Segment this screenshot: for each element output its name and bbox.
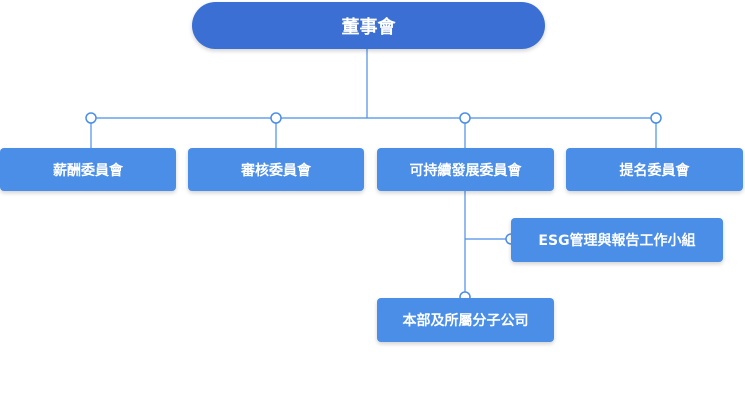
connector-dot-audit [270, 112, 282, 124]
audit-committee-node: 審核委員會 [188, 148, 364, 191]
connector-dot-nomination [650, 112, 662, 124]
remuneration-committee-node: 薪酬委員會 [0, 148, 176, 191]
nomination-committee-node: 提名委員會 [566, 148, 743, 191]
sustainability-committee-node: 可持續發展委員會 [377, 148, 554, 191]
board-of-directors-node: 董事會 [192, 2, 545, 49]
subsidiaries-node: 本部及所屬分子公司 [377, 298, 554, 342]
connector-dot-remuneration [85, 112, 97, 124]
esg-working-group-node: ESG管理與報告工作小組 [511, 218, 723, 262]
connector-dot-sustainability [459, 112, 471, 124]
